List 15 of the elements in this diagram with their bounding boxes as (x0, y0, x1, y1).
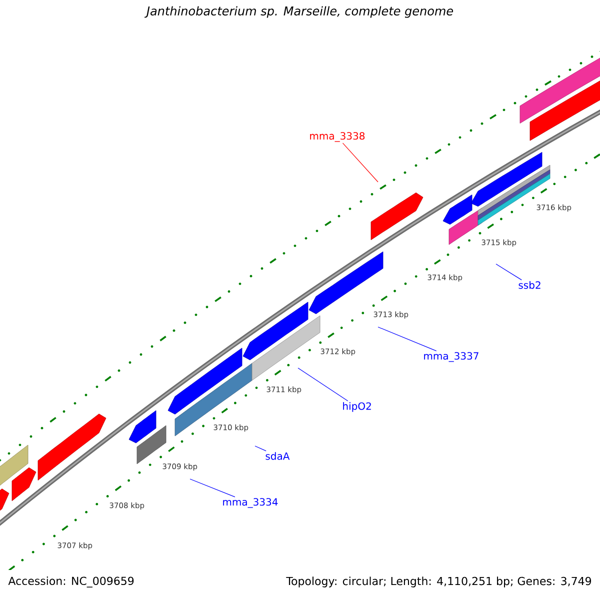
leader-line (342, 142, 378, 182)
accession-text: Accession: NC_009659 (8, 576, 134, 588)
gene-label: mma_3337 (424, 352, 478, 362)
title: Janthinobacterium sp. Marseille, complete genome (144, 6, 454, 18)
leader-line (190, 478, 236, 498)
leader-line (496, 264, 522, 280)
gene-label: ssb2 (518, 281, 540, 289)
genome-info-text: Topology: circular; Length: 4,110,251 bp; Genes: 3,749 (286, 576, 592, 588)
gene-label: sdaA (266, 452, 290, 460)
leader-line (298, 368, 348, 402)
leader-line (254, 446, 266, 452)
gene-label: hipO2 (343, 402, 371, 412)
gene-label: mma_3338 (310, 132, 365, 142)
leader-line (378, 326, 437, 352)
gene-label: mma_3334 (223, 498, 278, 508)
